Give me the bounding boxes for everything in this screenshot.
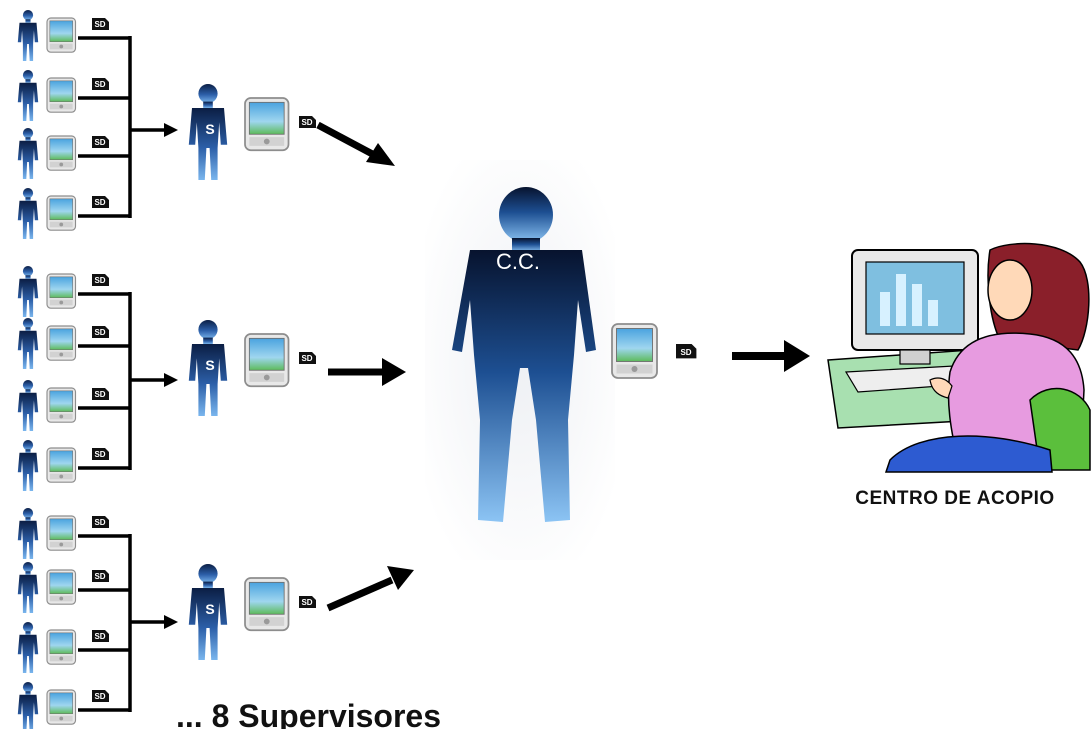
collector-handheld-device-icon	[46, 569, 77, 605]
supervisors-note: ... 8 Supervisores	[176, 698, 441, 729]
collector-person-icon	[17, 128, 39, 179]
collector-handheld-device-icon	[46, 17, 77, 53]
supervisor-handheld-device-icon	[244, 577, 290, 632]
collector-sd-label: SD	[94, 138, 105, 147]
collector-person-icon	[17, 318, 39, 369]
collector-sd-label: SD	[94, 632, 105, 641]
central-sd-label: SD	[680, 348, 691, 357]
central-label: C.C.	[496, 249, 540, 274]
collector-person-icon	[17, 440, 39, 491]
supervisor-handheld-device-icon	[244, 333, 290, 388]
collector-sd-label: SD	[94, 276, 105, 285]
collector-handheld-device-icon	[46, 325, 77, 361]
group-connectors	[78, 36, 178, 712]
supervisor-sd-label: SD	[301, 598, 312, 607]
collector-sd-label: SD	[94, 390, 105, 399]
collector-sd-label: SD	[94, 20, 105, 29]
collector-handheld-device-icon	[46, 77, 77, 113]
collector-handheld-device-icon	[46, 387, 77, 423]
supervisor-label: S	[205, 357, 214, 373]
collector-sd-label: SD	[94, 328, 105, 337]
collector-handheld-device-icon	[46, 515, 77, 551]
arrow-icon	[732, 340, 810, 372]
arrow-icon	[328, 358, 406, 386]
supervisor-sd-label: SD	[301, 354, 312, 363]
central-handheld-device-icon	[611, 323, 658, 379]
supervisors: S SD S SD S SD	[188, 84, 316, 660]
collector-person-icon	[17, 70, 39, 121]
collector-sd-label: SD	[94, 198, 105, 207]
arrow-icon	[316, 121, 395, 166]
supervisor-label: S	[205, 601, 214, 617]
central-coordinator: C.C.	[452, 187, 596, 522]
collector-handheld-device-icon	[46, 195, 77, 231]
arrow-icon	[130, 373, 178, 387]
supervisor-sd-label: SD	[301, 118, 312, 127]
collector-person-icon	[17, 10, 39, 61]
arrow-icon	[130, 123, 178, 137]
collection-center-label: CENTRO DE ACOPIO	[855, 488, 1054, 509]
field-collectors: SD SD SD SD SD SD SD SD SD SD SD SD	[17, 10, 109, 729]
operator-computer-icon	[827, 242, 1091, 473]
supervisor-handheld-device-icon	[244, 97, 290, 152]
collector-person-icon	[17, 682, 39, 729]
collector-person-icon	[17, 622, 39, 673]
supervisor-label: S	[205, 121, 214, 137]
collector-sd-label: SD	[94, 80, 105, 89]
collector-person-icon	[17, 266, 39, 317]
collector-sd-label: SD	[94, 572, 105, 581]
central-person-icon	[452, 187, 596, 522]
collector-handheld-device-icon	[46, 629, 77, 665]
collector-person-icon	[17, 562, 39, 613]
collector-handheld-device-icon	[46, 273, 77, 309]
collector-person-icon	[17, 188, 39, 239]
collector-person-icon	[17, 380, 39, 431]
collector-handheld-device-icon	[46, 447, 77, 483]
collector-handheld-device-icon	[46, 689, 77, 725]
arrow-icon	[130, 615, 178, 629]
collector-sd-label: SD	[94, 450, 105, 459]
collector-person-icon	[17, 508, 39, 559]
arrow-icon	[326, 566, 414, 612]
collector-handheld-device-icon	[46, 135, 77, 171]
collector-sd-label: SD	[94, 518, 105, 527]
collector-sd-label: SD	[94, 692, 105, 701]
